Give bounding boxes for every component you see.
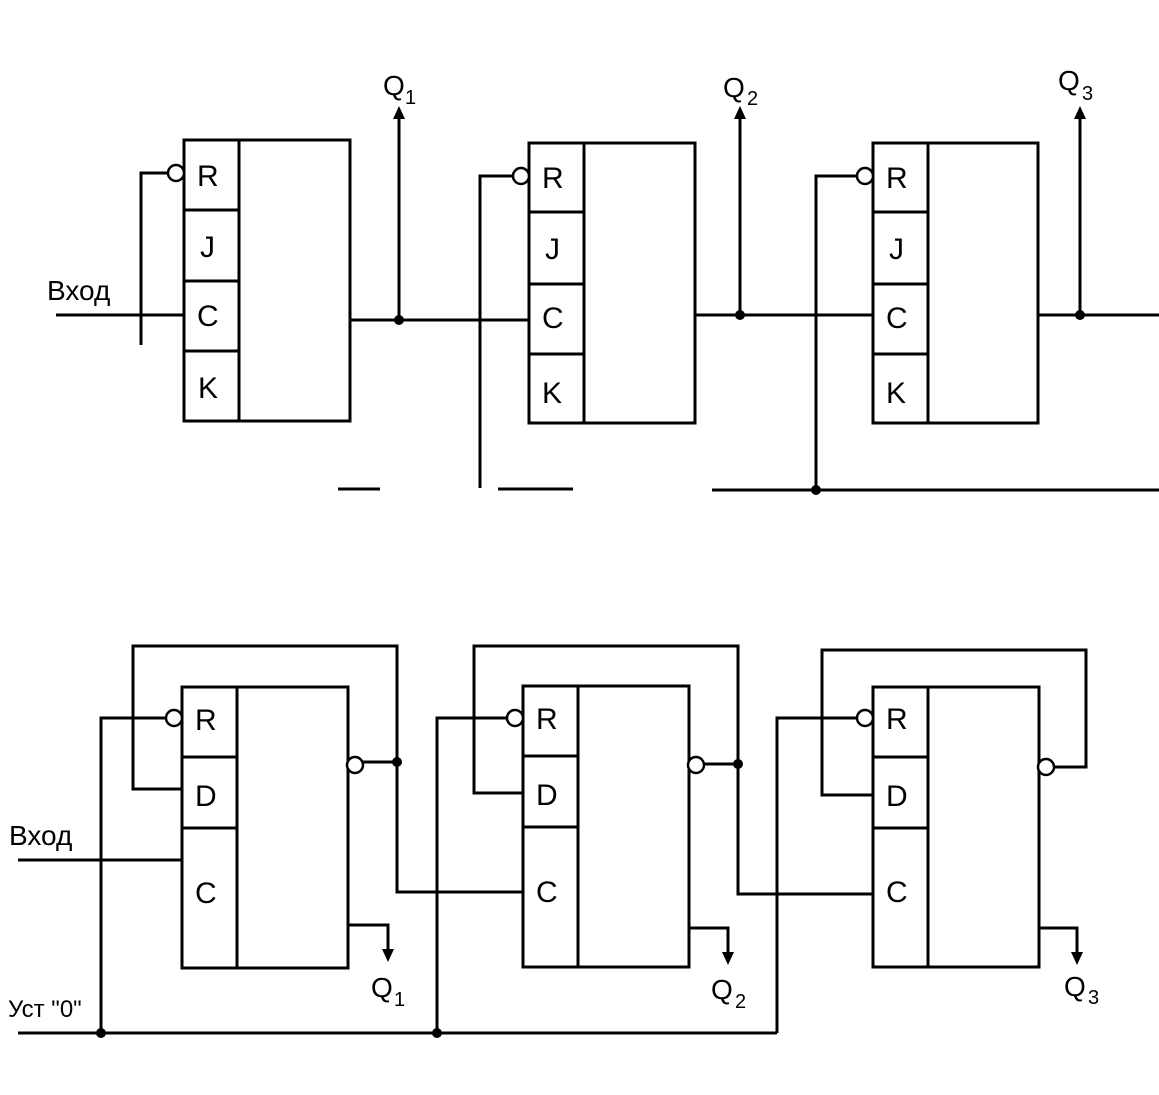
d-ff3-feedback-wire bbox=[820, 648, 1088, 797]
jk-ff1-pin-r: R bbox=[197, 160, 219, 193]
jk-q3-index: 3 bbox=[1082, 83, 1093, 105]
d-counter: R D C R D C R D C bbox=[8, 644, 1099, 1038]
jk-flipflop-3: R J C K bbox=[855, 141, 1040, 425]
d-ff1-reset-bubble bbox=[164, 708, 184, 728]
d-ff3-pin-c: C bbox=[886, 876, 908, 909]
jk-ff2-reset-wire bbox=[478, 174, 513, 488]
jk-q1-label: Q bbox=[383, 70, 405, 101]
jk-flipflop-2: R J C K bbox=[511, 141, 697, 425]
jk-ff2-reset-bubble bbox=[511, 166, 531, 186]
d-ff1-inverted-output-bubble bbox=[345, 755, 365, 775]
jk-counter: R J C K R J C K R J C bbox=[47, 65, 1159, 495]
d-q2-label: Q bbox=[711, 974, 733, 1005]
d-flipflop-3: R D C bbox=[855, 685, 1056, 969]
d-input-label: Вход bbox=[9, 820, 72, 851]
d-ff3-reset-wire bbox=[775, 716, 857, 1033]
jk-flipflop-1: R J C K bbox=[166, 138, 352, 423]
jk-ff3-reset-wire bbox=[814, 174, 857, 490]
jk-ff2-pin-c: C bbox=[542, 302, 564, 335]
d-q2-output-wire bbox=[689, 926, 730, 958]
d-ff1-pin-c: C bbox=[195, 877, 217, 910]
jk-ff1-pin-c: C bbox=[197, 300, 219, 333]
jk-q1-index: 1 bbox=[405, 87, 416, 109]
jk-ff3-pin-r: R bbox=[886, 162, 908, 195]
d-ff3-pin-d: D bbox=[886, 780, 908, 813]
jk-ff1-pin-k: K bbox=[198, 372, 218, 405]
d-flipflop-2: R D C bbox=[505, 684, 706, 969]
d-q1-output-wire bbox=[348, 923, 390, 955]
jk-ff3-pin-c: C bbox=[886, 302, 908, 335]
d-q3-index: 3 bbox=[1088, 987, 1099, 1009]
jk-ff2-pin-r: R bbox=[542, 162, 564, 195]
jk-q2-label: Q bbox=[723, 72, 745, 103]
d-ff2-inverted-output-bubble bbox=[686, 755, 706, 775]
d-reset-label: Уст "0" bbox=[8, 996, 82, 1023]
d-ff2-pin-d: D bbox=[536, 779, 558, 812]
d-ff1-to-ff2-clock bbox=[395, 762, 523, 894]
d-ff1-reset-wire bbox=[99, 716, 166, 1033]
jk-ff3-body bbox=[871, 141, 1040, 425]
d-ff2-pin-c: C bbox=[536, 876, 558, 909]
jk-ff3-reset-bubble bbox=[855, 166, 875, 186]
d-ff3-reset-bubble bbox=[855, 708, 875, 728]
d-ff1-pin-d: D bbox=[195, 780, 217, 813]
d-ff2-reset-bubble bbox=[505, 708, 525, 728]
d-flipflop-1: R D C bbox=[164, 685, 365, 970]
d-q3-label: Q bbox=[1064, 971, 1086, 1002]
d-q1-label: Q bbox=[371, 972, 393, 1003]
d-ff3-pin-r: R bbox=[886, 703, 908, 736]
jk-ff2-pin-k: K bbox=[542, 377, 562, 410]
jk-ff3-pin-k: K bbox=[886, 377, 906, 410]
d-q1-index: 1 bbox=[394, 989, 405, 1011]
jk-q2-index: 2 bbox=[747, 88, 758, 110]
jk-ff1-reset-bubble bbox=[166, 163, 186, 183]
d-ff1-pin-r: R bbox=[195, 704, 217, 737]
jk-ff3-pin-j: J bbox=[889, 233, 904, 266]
jk-q3-label: Q bbox=[1058, 65, 1080, 96]
d-ff2-feedback-wire bbox=[472, 644, 740, 795]
d-ff3-inverted-output-bubble bbox=[1036, 757, 1056, 777]
jk-input-label: Вход bbox=[47, 275, 110, 306]
d-ff2-pin-r: R bbox=[536, 703, 558, 736]
d-ff2-to-ff3-clock bbox=[736, 764, 873, 896]
jk-ff2-pin-j: J bbox=[545, 233, 560, 266]
d-q2-index: 2 bbox=[735, 991, 746, 1013]
d-ff1-feedback-wire bbox=[131, 644, 399, 791]
jk-ff1-pin-j: J bbox=[200, 231, 215, 264]
d-q3-output-wire bbox=[1039, 926, 1079, 958]
d-ff2-reset-wire bbox=[435, 716, 507, 1033]
jk-ff1-reset-wire bbox=[139, 171, 168, 345]
